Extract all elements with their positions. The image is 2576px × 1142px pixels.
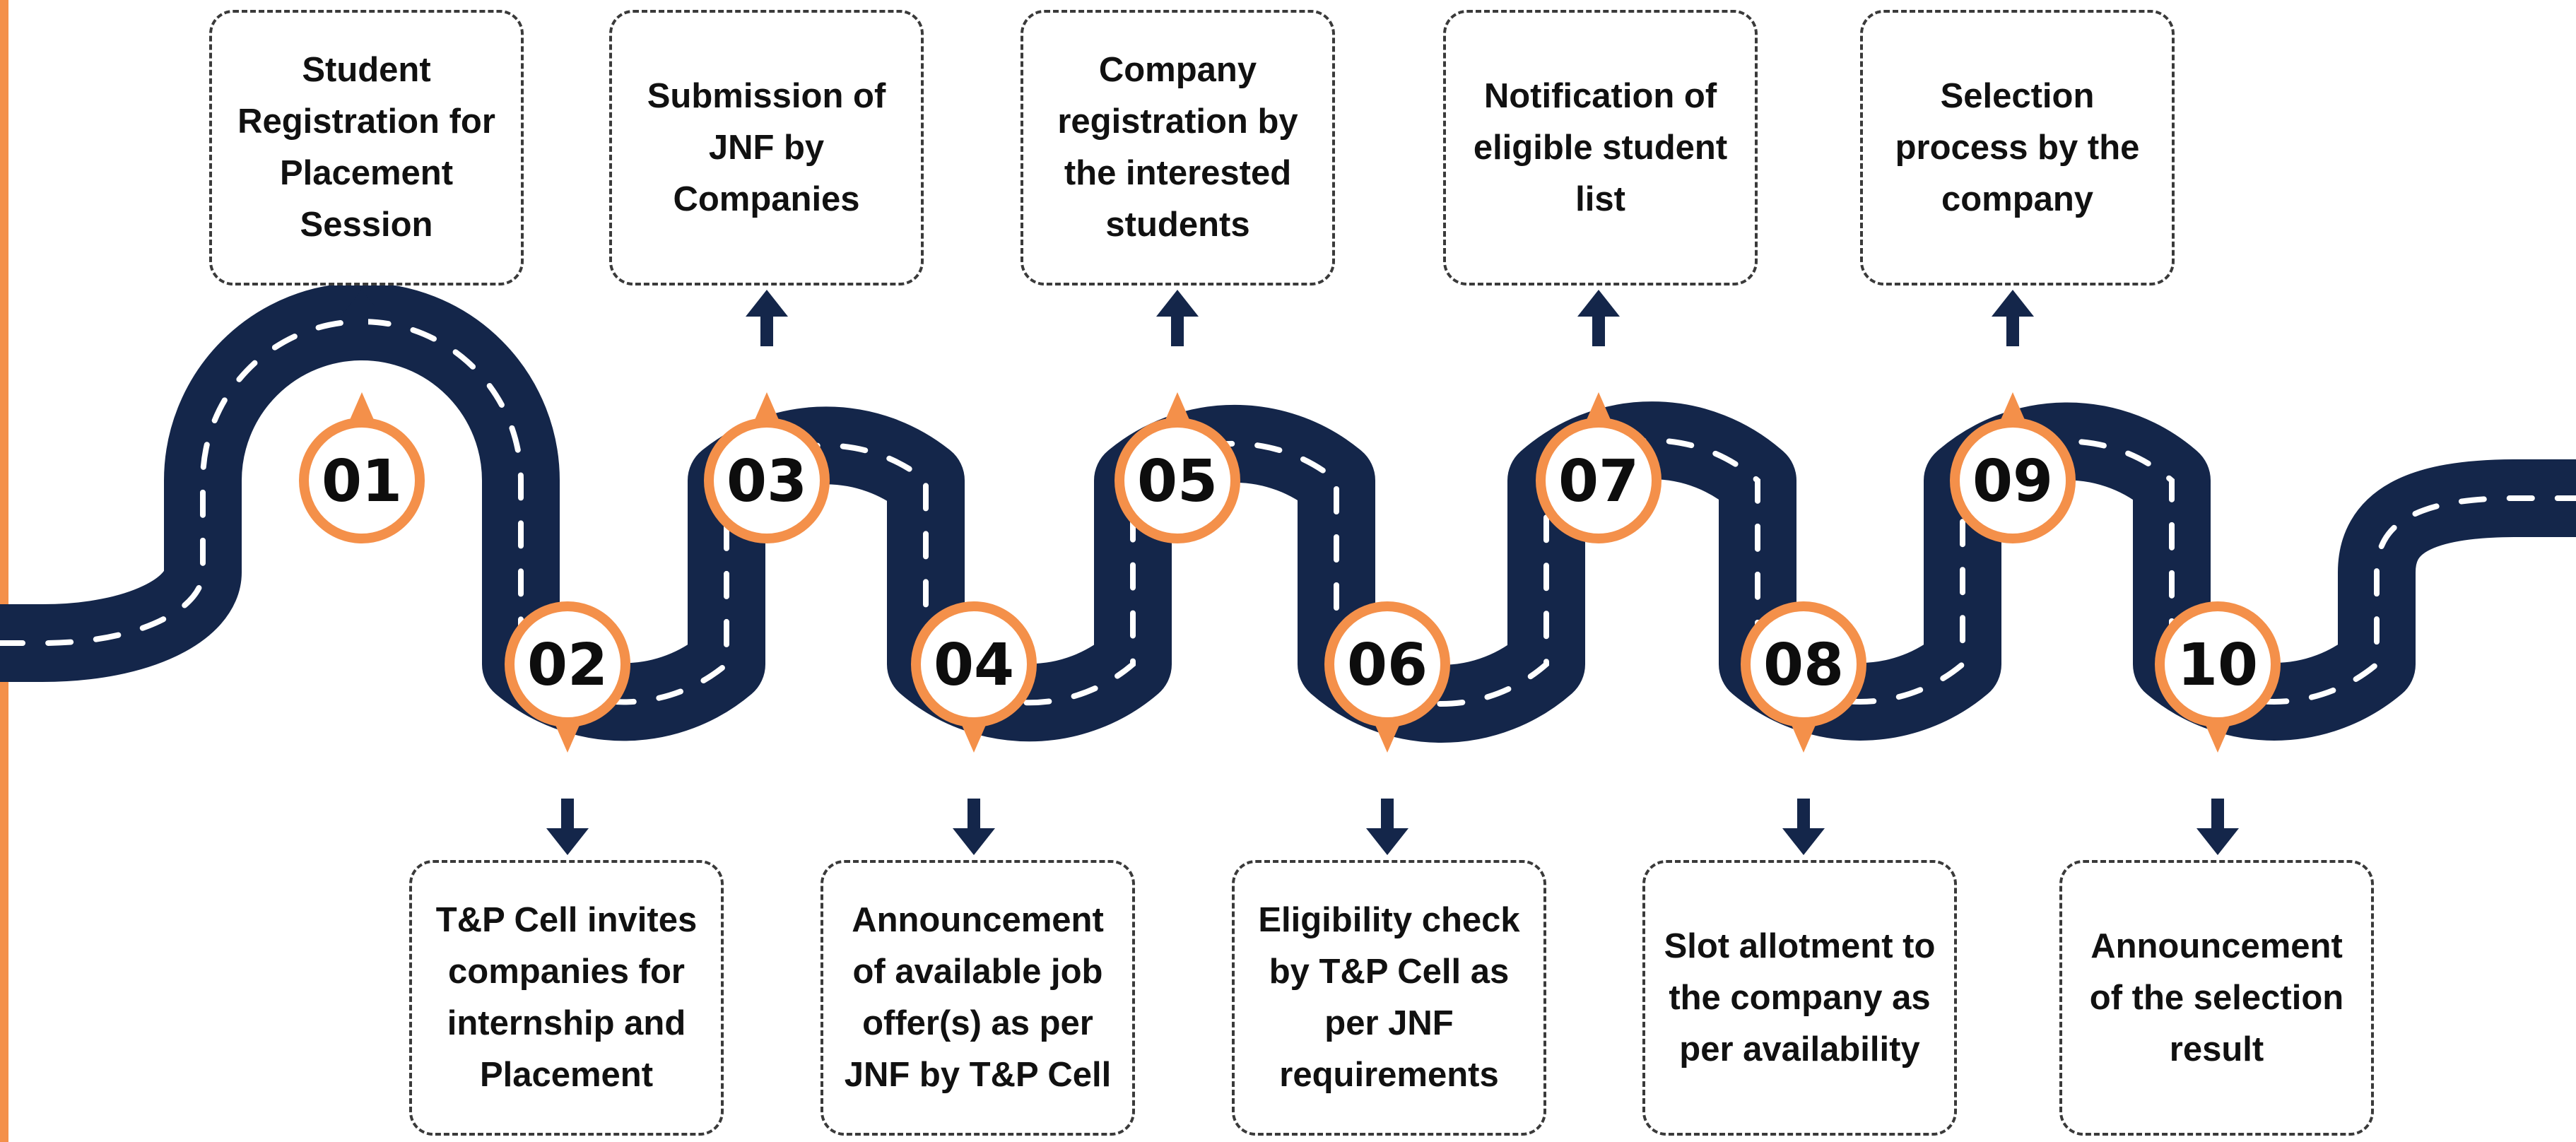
connector-arrow [1577,290,1620,317]
step-text-04: Announcement of available job offer(s) a… [844,901,1112,1094]
marker-circle [1324,601,1450,727]
step-text-03: Submission of JNF by Companies [647,76,886,218]
step-box-08: Slot allotment to the company as per ava… [1642,860,1957,1136]
marker-circle [704,418,830,543]
connector-line [1171,311,1184,346]
step-marker-10: 10 [2155,601,2281,753]
step-number: 08 [1763,632,1844,699]
left-accent-bar [0,0,8,1142]
marker-circle [911,601,1037,727]
marker-circle [1741,601,1866,727]
step-box-05: Company registration by the interested s… [1021,10,1335,286]
step-marker-05: 05 [1114,392,1240,543]
step-number: 07 [1558,448,1639,515]
step-text-09: Selection process by the company [1895,76,2140,218]
connector-arrow [1992,290,2034,317]
connector-line [561,799,574,834]
marker-circle [1950,418,2076,543]
step-text-02: T&P Cell invites companies for internshi… [435,901,698,1094]
connector-line [1797,799,1810,834]
step-number: 05 [1137,448,1218,515]
step-marker-08: 08 [1741,601,1866,753]
marker-circle [1536,418,1662,543]
connector-line [1592,311,1605,346]
connector-line [355,311,368,346]
connector-line [760,311,773,346]
connector-arrow [953,828,995,855]
step-number: 01 [322,448,402,515]
step-marker-07: 07 [1536,392,1662,543]
step-box-04: Announcement of available job offer(s) a… [821,860,1135,1136]
step-text-07: Notification of eligible student list [1473,76,1728,218]
step-number: 04 [934,632,1014,699]
step-box-06: Eligibility check by T&P Cell as per JNF… [1232,860,1546,1136]
step-text-05: Company registration by the interested s… [1057,51,1298,244]
connector-line [2211,799,2224,834]
marker-circle [1114,418,1240,543]
step-connectors [341,290,2239,855]
step-markers: 01 02 03 04 05 06 07 08 09 10 [299,392,2281,753]
step-text-01: Student Registration for Placement Sessi… [237,51,495,244]
step-number: 02 [527,632,608,699]
step-number: 06 [1347,632,1428,699]
connector-arrow [341,290,383,317]
road-lane-markings [0,319,2576,707]
step-marker-04: 04 [911,601,1037,753]
marker-circle [505,601,630,727]
step-box-01: Student Registration for Placement Sessi… [209,10,524,286]
connector-arrow [1156,290,1199,317]
connector-arrow [2196,828,2239,855]
step-box-09: Selection process by the company [1860,10,2175,286]
step-marker-09: 09 [1950,392,2076,543]
connector-line [2006,311,2019,346]
step-number: 10 [2177,632,2258,699]
connector-line [968,799,980,834]
step-number: 09 [1972,448,2053,515]
connector-arrow [546,828,589,855]
step-box-03: Submission of JNF by Companies [609,10,924,286]
marker-circle [299,418,425,543]
step-text-06: Eligibility check by T&P Cell as per JNF… [1258,901,1520,1094]
connector-line [1381,799,1394,834]
connector-arrow [1782,828,1825,855]
step-box-02: T&P Cell invites companies for internshi… [409,860,724,1136]
step-text-08: Slot allotment to the company as per ava… [1664,926,1936,1069]
marker-circle [2155,601,2281,727]
step-marker-01: 01 [299,392,425,543]
step-marker-02: 02 [505,601,630,753]
step-number: 03 [727,448,807,515]
step-box-10: Announcement of the selection result [2059,860,2374,1136]
connector-arrow [746,290,788,317]
connector-arrow [1366,828,1408,855]
step-marker-06: 06 [1324,601,1450,753]
step-marker-03: 03 [704,392,830,543]
step-box-07: Notification of eligible student list [1443,10,1758,286]
step-text-10: Announcement of the selection result [2089,926,2344,1069]
